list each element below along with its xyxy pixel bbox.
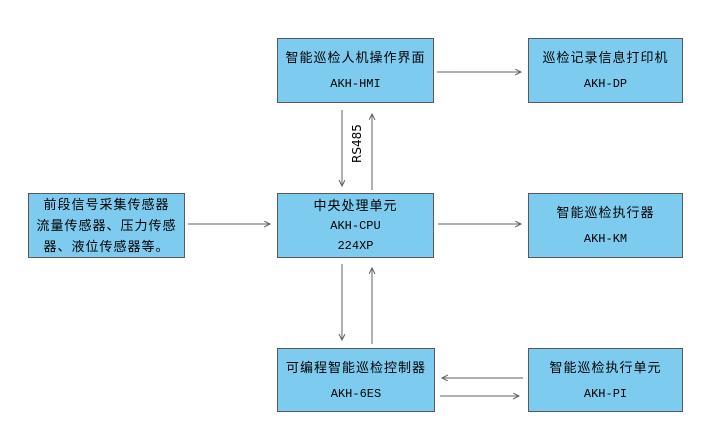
node-title: 智能巡检执行单元 xyxy=(549,359,662,375)
node-title: 巡检记录信息打印机 xyxy=(542,50,669,65)
node-execution-unit: 智能巡检执行单元 AKH-PI xyxy=(528,348,683,412)
node-inspection-actuator: 智能巡检执行器 AKH-KM xyxy=(528,193,683,258)
node-hmi-interface: 智能巡检人机操作界面 AKH-HMI xyxy=(277,38,434,103)
node-title: 智能巡检执行器 xyxy=(556,205,655,220)
node-text-line: 流量传感器、压力传感 xyxy=(36,218,177,233)
node-code: AKH-HMI xyxy=(330,77,381,91)
node-front-sensors: 前段信号采集传感器 流量传感器、压力传感 器、液位传感器等。 xyxy=(28,193,185,258)
node-title: 可编程智能巡检控制器 xyxy=(285,359,426,375)
node-code: AKH-CPU xyxy=(330,219,381,233)
node-title: 中央处理单元 xyxy=(313,198,398,213)
node-text-line: 器、液位传感器等。 xyxy=(43,239,170,254)
node-record-printer: 巡检记录信息打印机 AKH-DP xyxy=(528,38,683,103)
node-text-line: 前段信号采集传感器 xyxy=(43,197,170,212)
node-model: 224XP xyxy=(337,239,374,253)
node-programmable-controller: 可编程智能巡检控制器 AKH-6ES xyxy=(277,348,435,412)
node-code: AKH-PI xyxy=(583,386,628,401)
rs485-bus-label: RS485 xyxy=(350,124,364,163)
node-title: 智能巡检人机操作界面 xyxy=(285,50,426,65)
node-code: AKH-6ES xyxy=(330,386,382,401)
node-code: AKH-KM xyxy=(583,232,628,246)
node-central-processing-unit: 中央处理单元 AKH-CPU 224XP xyxy=(277,193,434,258)
node-code: AKH-DP xyxy=(583,77,628,91)
